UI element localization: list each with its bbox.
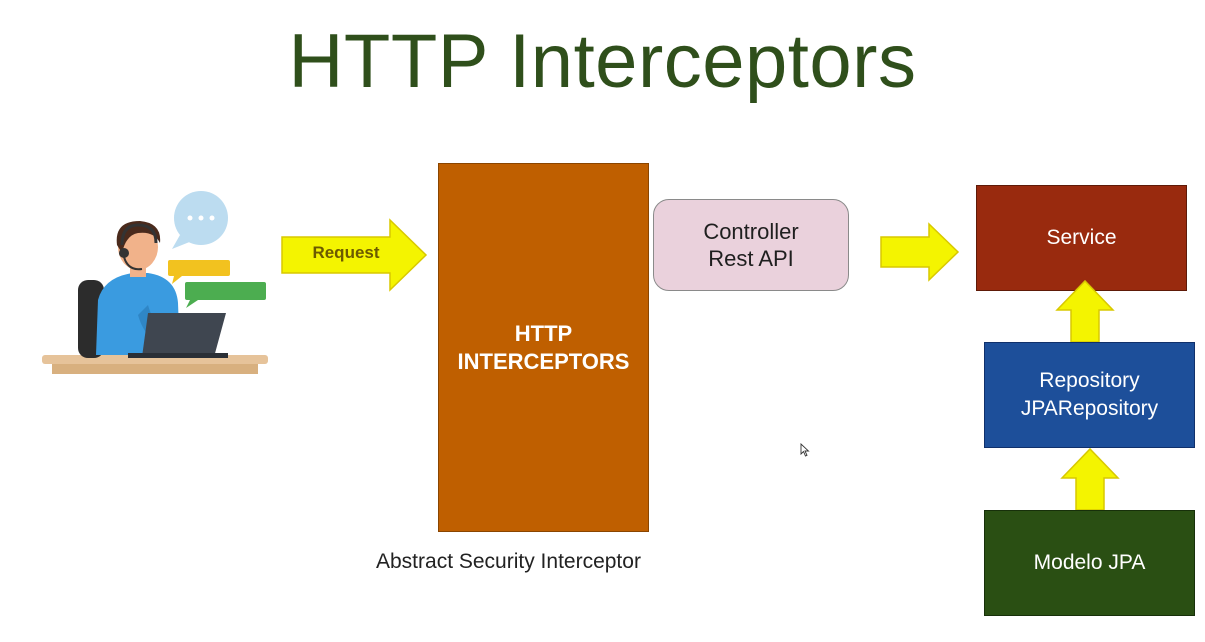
service-label: Service [1046, 226, 1117, 249]
request-arrow-label: Request [312, 243, 380, 262]
repository-label: Repository JPARepository [1020, 369, 1159, 420]
modelo-label: Modelo JPA [1033, 551, 1146, 574]
interceptor-caption: Abstract Security Interceptor [376, 550, 641, 573]
repository-to-service-arrow [1055, 279, 1115, 343]
modelo-jpa-box: Modelo JPA [984, 510, 1195, 616]
service-box: Service [976, 185, 1187, 291]
mouse-cursor-icon [800, 443, 810, 457]
controller-label: Controller Rest API [703, 219, 799, 271]
page-title: HTTP Interceptors [288, 19, 917, 104]
http-interceptors-label: HTTP INTERCEPTORS [457, 320, 630, 374]
user-at-laptop-chatting-icon [42, 191, 268, 374]
modelo-to-repository-arrow [1060, 447, 1120, 511]
request-arrow [281, 218, 428, 292]
repository-box: Repository JPARepository [984, 342, 1195, 448]
controller-rest-api-box: Controller Rest API [653, 199, 849, 291]
http-interceptors-box: HTTP INTERCEPTORS [438, 163, 649, 532]
controller-to-service-arrow [880, 222, 960, 282]
